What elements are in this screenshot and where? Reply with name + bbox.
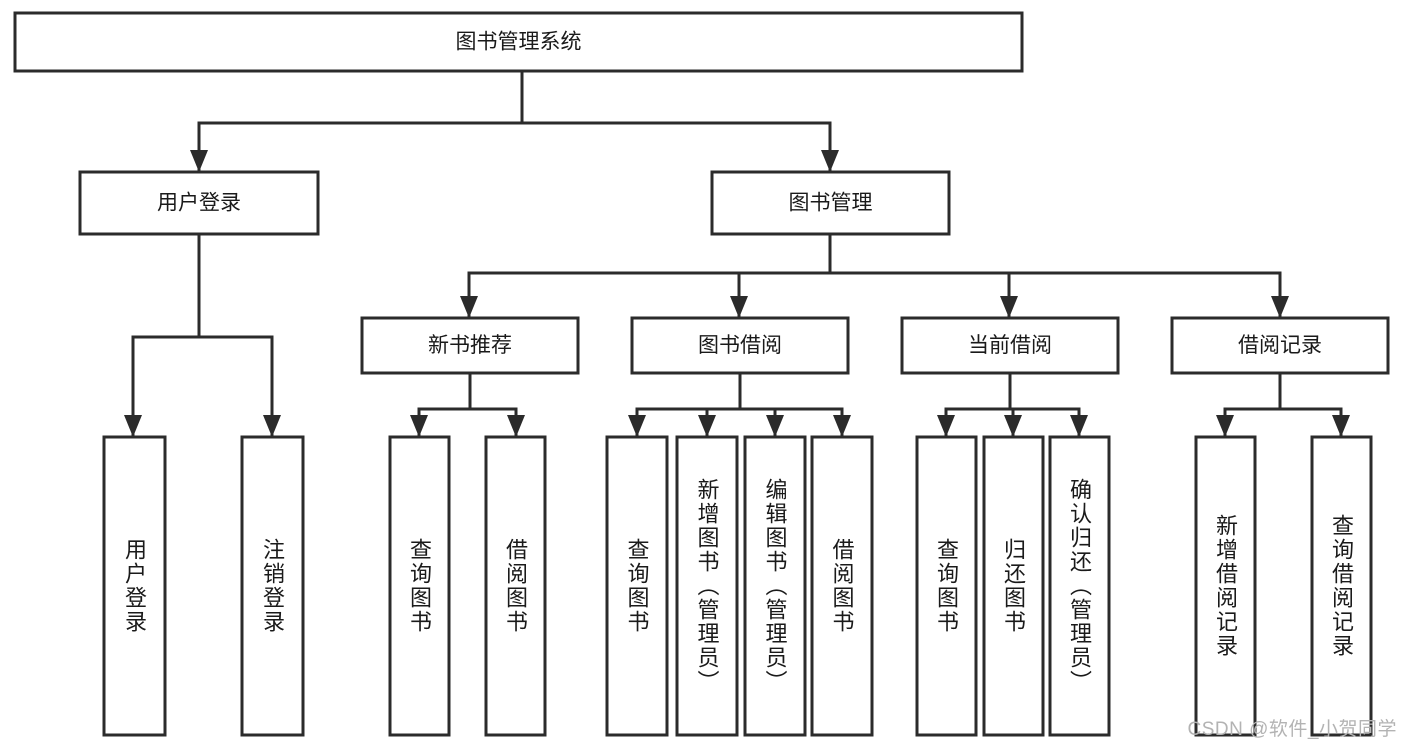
arrow-head-icon [1332,415,1350,437]
node-leaf-edit-book[interactable] [743,435,807,737]
function-node-box[interactable] [810,435,874,737]
function-node-box[interactable] [605,435,669,737]
root-node-box[interactable] [13,11,1024,73]
submodule-node-box[interactable] [900,316,1120,375]
module-node-box[interactable] [78,170,320,236]
function-node-box[interactable] [982,435,1045,737]
submodule-node-box[interactable] [630,316,850,375]
node-borrow-record[interactable] [1170,316,1390,375]
arrow-head-icon [1271,296,1289,318]
node-leaf-query-book-rec[interactable] [388,435,451,737]
arrow-head-icon [263,415,281,437]
arrow-head-icon [937,415,955,437]
module-node-label: 图书管理 [789,192,873,215]
submodule-node-box[interactable] [360,316,580,375]
function-node-box[interactable] [484,435,547,737]
node-leaf-user-login[interactable] [102,435,167,737]
node-book-manage[interactable] [710,170,951,236]
arrow-head-icon [1216,415,1234,437]
submodule-node-label: 新书推荐 [428,334,512,357]
node-new-book-recommend[interactable] [360,316,580,375]
node-leaf-query-book-cur[interactable] [915,435,978,737]
arrow-head-icon [1000,296,1018,318]
arrow-head-icon [124,415,142,437]
node-root[interactable] [13,11,1024,73]
arrow-head-icon [190,150,208,172]
function-node-box[interactable] [1048,435,1111,737]
function-node-box[interactable] [388,435,451,737]
module-node-box[interactable] [710,170,951,236]
arrow-head-icon [410,415,428,437]
submodule-node-label: 图书借阅 [698,334,782,357]
function-node-box[interactable] [1310,435,1373,737]
arrow-head-icon [628,415,646,437]
arrow-head-icon [833,415,851,437]
arrow-head-icon [698,415,716,437]
arrow-head-icon [766,415,784,437]
node-leaf-borrow-book-rec[interactable] [484,435,547,737]
submodule-node-label: 当前借阅 [968,334,1052,357]
connector-layer [124,69,1350,439]
arrow-head-icon [460,296,478,318]
node-leaf-user-logout[interactable] [240,435,305,737]
function-node-box[interactable] [743,435,807,737]
function-node-box[interactable] [675,435,739,737]
node-leaf-add-book[interactable] [675,435,739,737]
node-book-borrow[interactable] [630,316,850,375]
node-leaf-query-borrow-record[interactable] [1310,435,1373,737]
node-user-login[interactable] [78,170,320,236]
node-leaf-confirm-return[interactable] [1048,435,1111,737]
node-layer [13,11,1390,737]
function-node-box[interactable] [915,435,978,737]
function-node-box[interactable] [102,435,167,737]
node-leaf-query-book-borrow[interactable] [605,435,669,737]
function-node-box[interactable] [1194,435,1257,737]
watermark-text: CSDN @软件_小贺同学 [1187,719,1397,740]
arrow-head-icon [821,150,839,172]
arrow-head-icon [730,296,748,318]
node-leaf-add-borrow-record[interactable] [1194,435,1257,737]
function-node-box[interactable] [240,435,305,737]
node-current-borrow[interactable] [900,316,1120,375]
arrow-head-icon [1070,415,1088,437]
arrow-head-icon [507,415,525,437]
submodule-node-label: 借阅记录 [1238,334,1322,357]
submodule-node-box[interactable] [1170,316,1390,375]
arrow-head-icon [1004,415,1022,437]
module-node-label: 用户登录 [157,192,241,215]
node-leaf-return-book[interactable] [982,435,1045,737]
root-node-label: 图书管理系统 [456,31,582,54]
node-leaf-borrow-book[interactable] [810,435,874,737]
